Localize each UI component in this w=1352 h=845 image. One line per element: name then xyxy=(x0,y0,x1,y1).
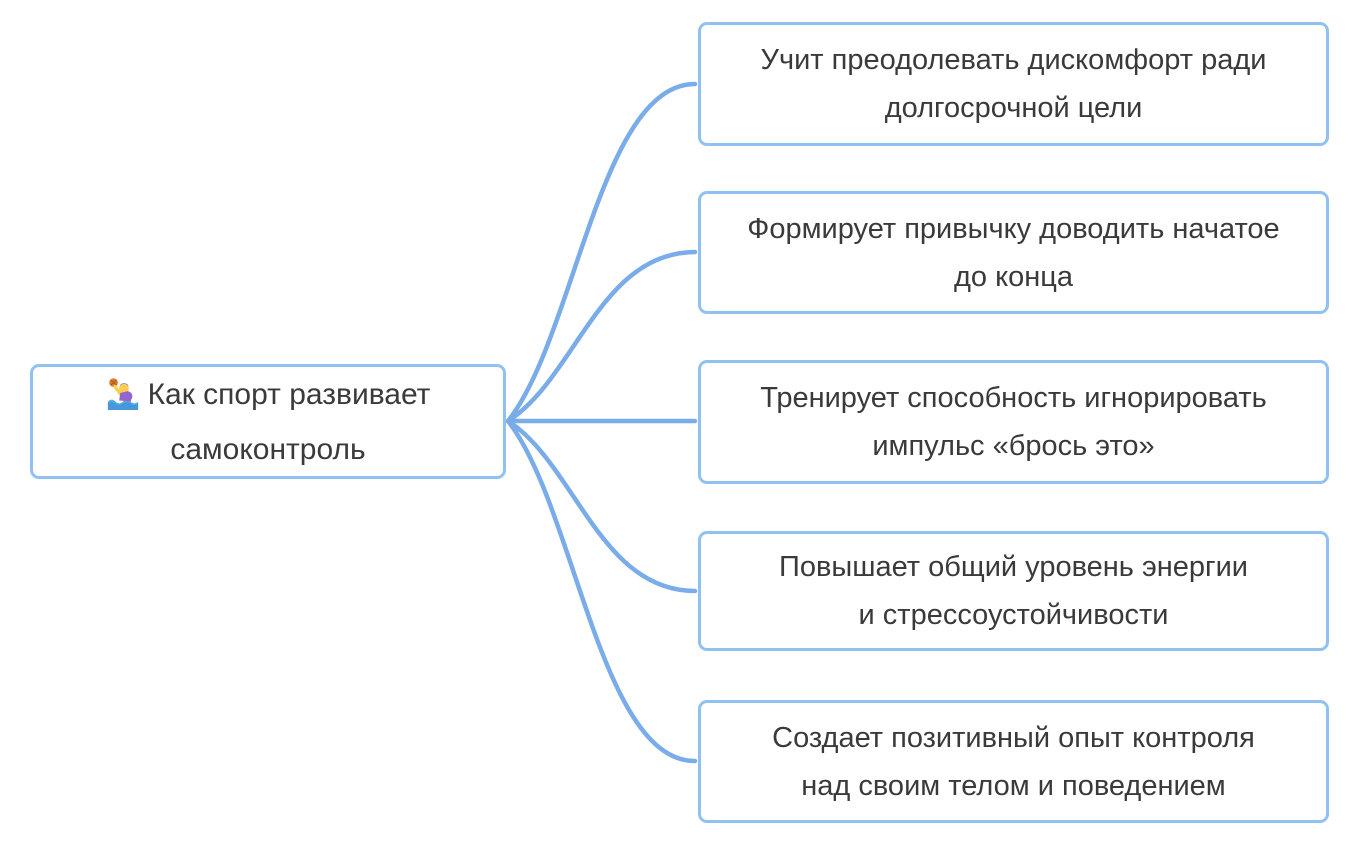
connector-line xyxy=(505,81,698,424)
branch-label: Тренирует способность игнорировать импул… xyxy=(760,382,1267,462)
branch-node-5[interactable]: Создает позитивный опыт контроля над сво… xyxy=(698,700,1329,823)
woman-playing-water-polo-icon xyxy=(106,376,140,425)
branch-label: Создает позитивный опыт контроля над сво… xyxy=(772,721,1255,802)
central-node-label: Как спорт развивает самоконтроль xyxy=(92,370,445,474)
branch-label: Формирует привычку доводить начатое до к… xyxy=(747,212,1280,293)
branch-label: Учит преодолевать дискомфорт ради долгос… xyxy=(760,44,1267,124)
branch-node-1[interactable]: Учит преодолевать дискомфорт ради долгос… xyxy=(698,22,1329,146)
connector-line xyxy=(505,418,698,594)
branch-node-4[interactable]: Повышает общий уровень энергии и стрессо… xyxy=(698,531,1329,651)
branch-label: Повышает общий уровень энергии и стрессо… xyxy=(778,551,1249,631)
branch-node-2[interactable]: Формирует привычку доводить начатое до к… xyxy=(698,191,1329,314)
connector-line xyxy=(505,249,698,424)
connector-line xyxy=(505,418,698,764)
branch-node-3[interactable]: Тренирует способность игнорировать импул… xyxy=(698,360,1329,484)
central-node[interactable]: Как спорт развивает самоконтроль xyxy=(30,364,506,479)
central-node-text: Как спорт развивает самоконтроль xyxy=(147,377,431,466)
